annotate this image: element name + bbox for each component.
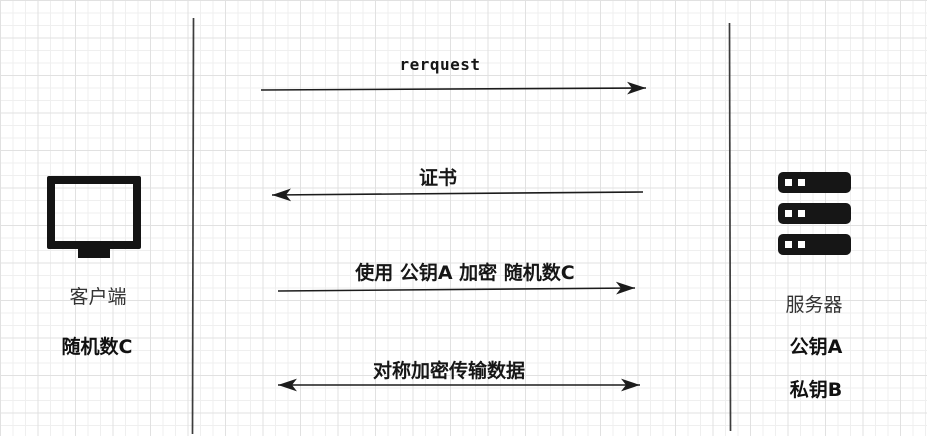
server-rack-unit	[778, 234, 851, 255]
client-label: 客户端	[69, 286, 127, 308]
arrow-request	[260, 81, 647, 95]
message-certificate-label: 证书	[418, 167, 458, 189]
message-encrypted-random-label: 使用 公钥A 加密 随机数C	[355, 262, 575, 284]
message-request-label: rerquest	[399, 55, 481, 74]
server-led-icon	[798, 241, 805, 248]
server-led-icon	[785, 210, 792, 217]
lifeline-server	[728, 22, 732, 432]
message-symmetric-data-label: 对称加密传输数据	[372, 360, 526, 382]
server-led-icon	[798, 179, 805, 186]
server-led-icon	[785, 179, 792, 186]
monitor-stand-shape	[78, 248, 110, 258]
server-led-icon	[798, 210, 805, 217]
client-random-note: 随机数C	[61, 336, 133, 358]
lifeline-client	[191, 17, 195, 435]
server-rack-unit	[778, 203, 851, 224]
arrow-certificate	[271, 188, 644, 202]
server-rack-unit	[778, 172, 851, 193]
monitor-screen-shape	[47, 176, 141, 249]
server-led-icon	[785, 241, 792, 248]
server-public-key-note: 公钥A	[789, 336, 843, 358]
arrow-encrypted-random	[277, 281, 636, 295]
server-label: 服务器	[785, 294, 843, 316]
server-private-key-note: 私钥B	[789, 379, 843, 401]
server-rack-icon	[778, 172, 851, 259]
